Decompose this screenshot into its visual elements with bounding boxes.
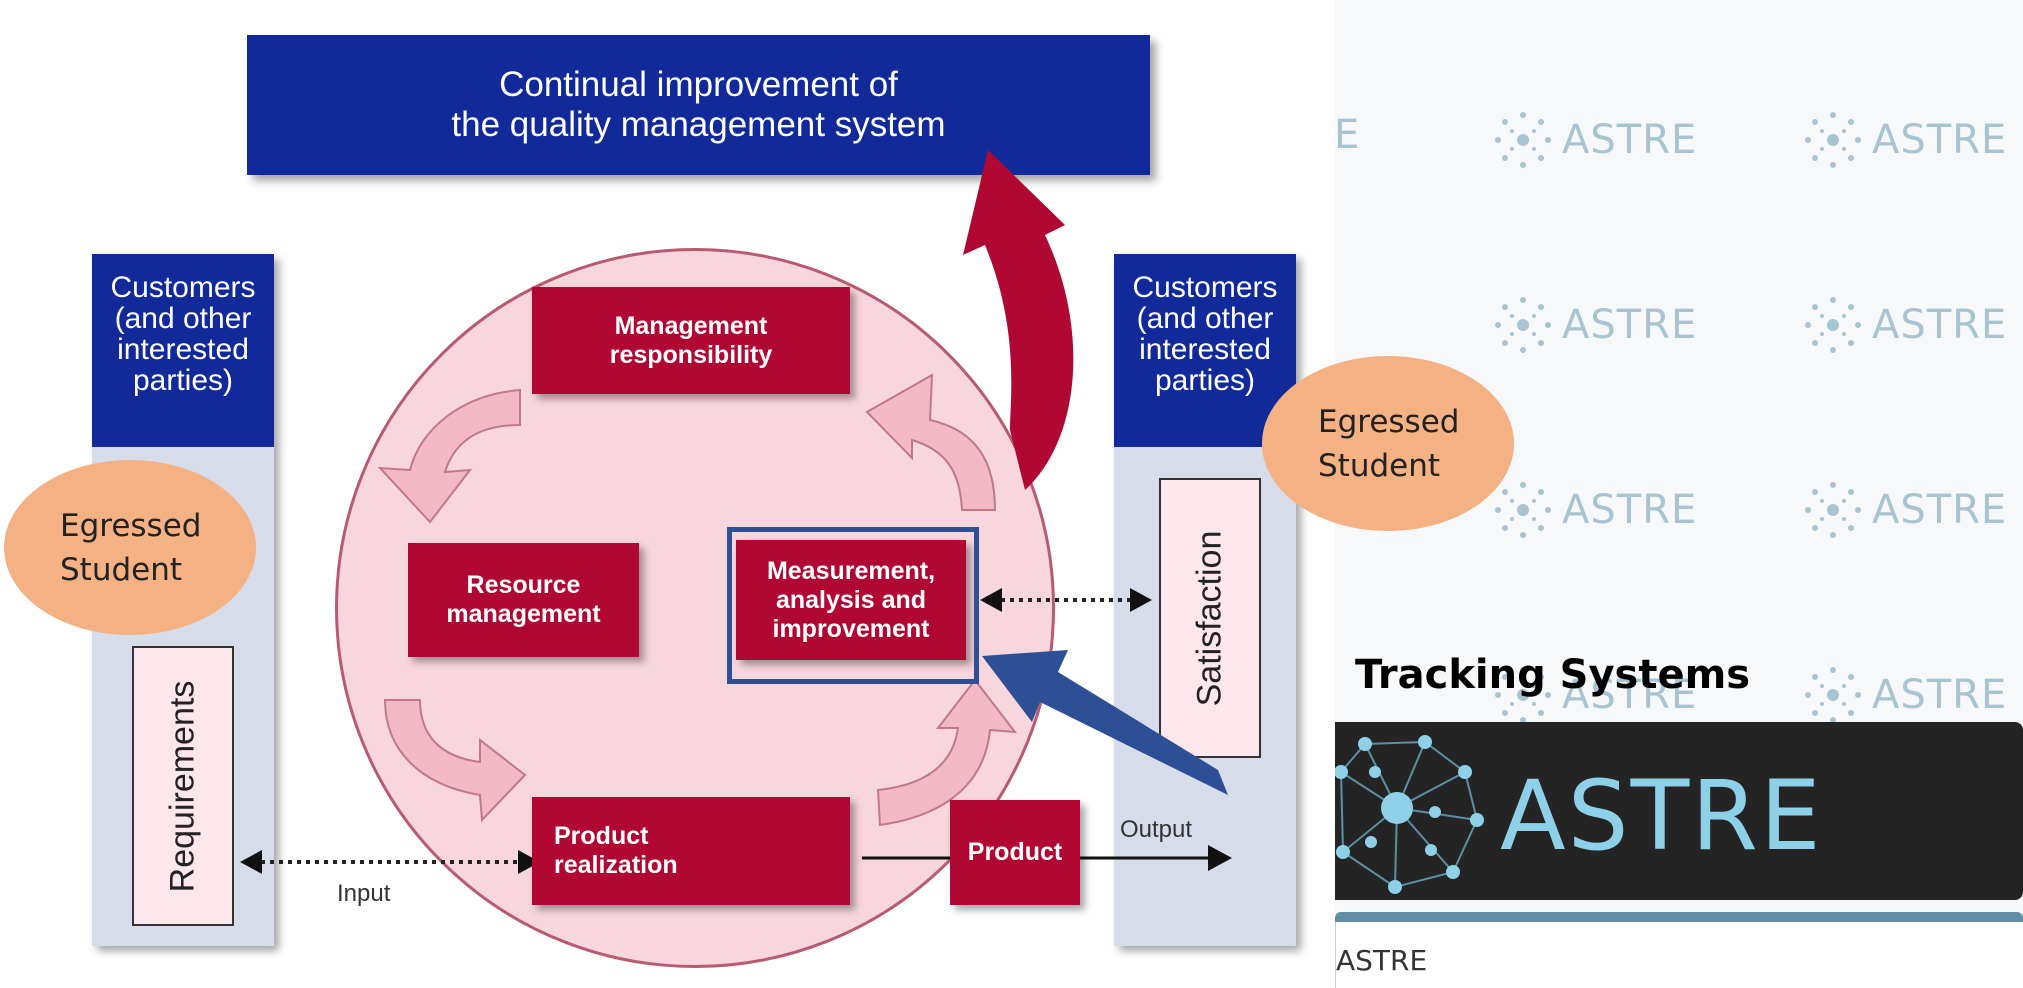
- egressed-student-oval-right: Egressed Student: [1262, 356, 1514, 531]
- watermark-text: ASTRE: [1562, 302, 1698, 348]
- astre-banner: [1335, 722, 2023, 900]
- astre-field[interactable]: ASTRE: [1335, 922, 2023, 988]
- watermark-logo: ASTRE: [1490, 292, 1697, 358]
- watermark-logo: ASTRE: [1800, 107, 2007, 173]
- watermark-logo: ASTRE: [1800, 477, 2007, 543]
- watermark-logo: ASTRE: [1490, 107, 1697, 173]
- network-icon: [1495, 482, 1551, 538]
- watermark-logo: ASTRE: [1490, 662, 1697, 728]
- curved-arrow-top-left: [377, 388, 521, 524]
- input-label: Input: [337, 880, 391, 907]
- resource-management-label: Resource management: [446, 571, 601, 628]
- tracking-systems-title: Tracking Systems: [1355, 652, 1751, 698]
- network-icon: [1495, 667, 1551, 723]
- network-icon: [1805, 112, 1861, 168]
- watermark-text: ASTRE: [1562, 672, 1698, 718]
- satisfaction-arrowhead-right: [1130, 588, 1152, 612]
- input-arrowhead-right: [518, 850, 540, 874]
- curved-arrow-top-right: [865, 373, 997, 511]
- left-customers-column: Customers (and other interested parties)…: [92, 254, 274, 946]
- astre-network-logo-icon: [1335, 735, 1484, 894]
- product-realization-box: Product realization: [532, 797, 850, 905]
- network-icon: [1495, 297, 1551, 353]
- curved-arrow-bottom-right: [876, 678, 1018, 827]
- pointer-arrow: [982, 650, 1228, 795]
- astre-field-text: ASTRE: [1336, 944, 1428, 977]
- watermark-text: ASTRE: [1562, 487, 1698, 533]
- highlight-frame: [727, 527, 979, 684]
- watermark-text: ASTRE: [1872, 672, 2008, 718]
- management-responsibility-label: Management responsibility: [609, 311, 773, 369]
- improvement-arrow: [963, 150, 1074, 490]
- qms-process-diagram: Continual improvement of the quality man…: [92, 35, 1296, 968]
- egressed-student-label-left: Egressed Student: [60, 507, 202, 588]
- output-label: Output: [1120, 816, 1193, 843]
- network-icon: [1805, 482, 1861, 538]
- right-customers-label: Customers (and other interested parties): [1114, 254, 1296, 447]
- input-arrowhead-left: [240, 850, 262, 874]
- continual-improvement-banner: Continual improvement of the quality man…: [247, 35, 1150, 175]
- egressed-student-oval-left: Egressed Student: [4, 460, 256, 635]
- product-realization-label: Product realization: [554, 822, 678, 879]
- egressed-student-label-right: Egressed Student: [1318, 403, 1460, 484]
- watermark-logo: ASTRE: [1800, 662, 2007, 728]
- management-responsibility-box: Management responsibility: [532, 287, 850, 394]
- output-arrowhead: [1208, 845, 1232, 871]
- watermark-text: ASTRE: [1872, 117, 2008, 163]
- divider-bar: [1335, 912, 2023, 922]
- continual-improvement-text: Continual improvement of the quality man…: [451, 65, 946, 144]
- satisfaction-box: Satisfaction: [1159, 478, 1261, 758]
- measurement-analysis-label: Measurement, analysis and improvement: [766, 556, 936, 643]
- watermark-logo: ASTRE: [1490, 477, 1697, 543]
- network-icon: [1805, 667, 1861, 723]
- satisfaction-arrowhead-left: [980, 588, 1002, 612]
- astre-banner-text: ASTRE: [1500, 760, 1823, 872]
- left-customers-label: Customers (and other interested parties): [92, 254, 274, 447]
- watermark-text: ASTRE: [1562, 117, 1698, 163]
- product-box: Product: [950, 800, 1080, 905]
- watermark-logo: ASTRE: [1800, 292, 2007, 358]
- network-icon: [1495, 112, 1551, 168]
- requirements-box: Requirements: [132, 646, 234, 926]
- network-icon: [1805, 297, 1861, 353]
- curved-arrow-bottom-left: [383, 699, 527, 823]
- product-label: Product: [967, 838, 1063, 866]
- resource-management-box: Resource management: [408, 543, 639, 657]
- watermark-text: ASTRE: [1872, 487, 2008, 533]
- watermark-text: ASTRE: [1872, 302, 2008, 348]
- measurement-analysis-box: Measurement, analysis and improvement: [736, 540, 966, 660]
